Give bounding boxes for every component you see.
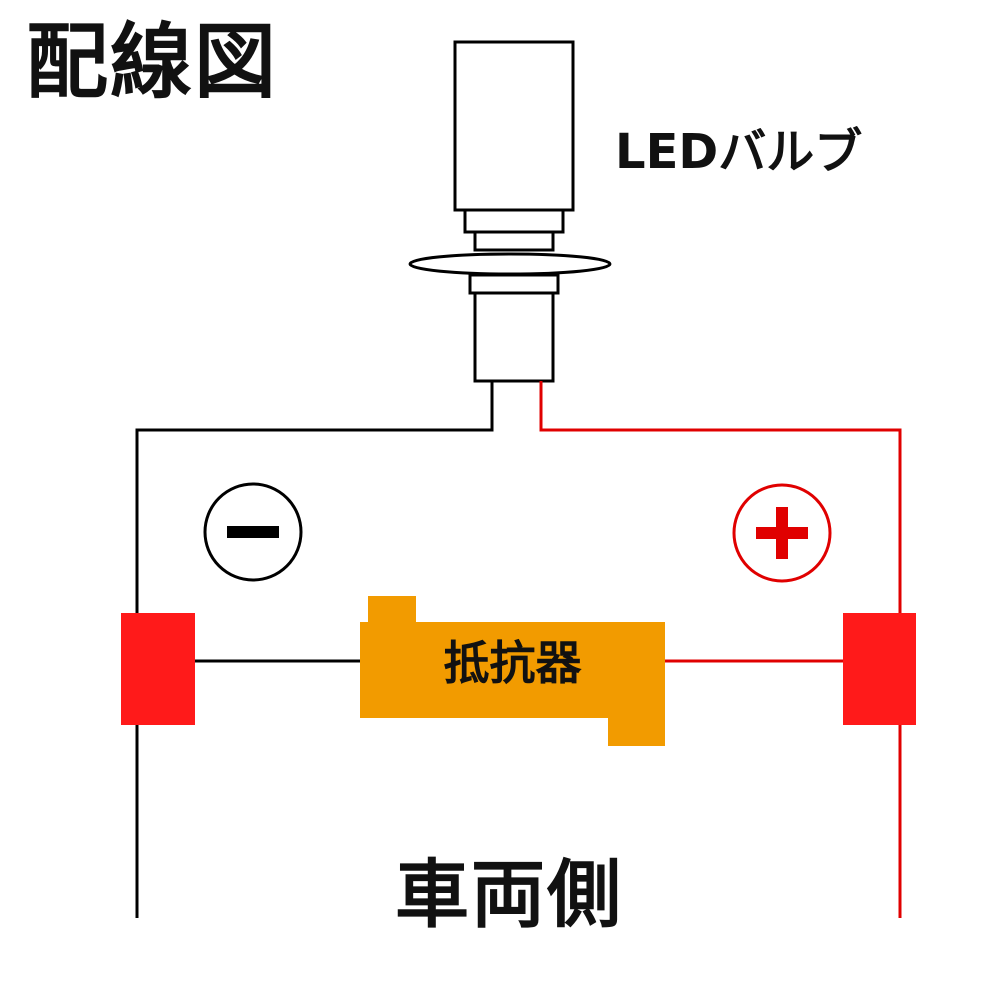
vehicle-side-label: 車両側 (395, 852, 623, 938)
minus-circle-icon (203, 482, 303, 582)
bulb-flange (408, 252, 612, 276)
plus-circle-icon (732, 483, 832, 583)
resistor-tab-top (368, 596, 416, 626)
bulb-neck (463, 208, 565, 234)
led-bulb-label: LEDバルブ (615, 124, 863, 180)
bulb-base (473, 291, 555, 383)
diagram-title: 配線図 (26, 15, 279, 110)
bulb-ring (468, 273, 560, 295)
resistor-label: 抵抗器 (443, 636, 582, 690)
resistor-tab-bottom (608, 712, 665, 746)
led-bulb (408, 40, 612, 383)
bulb-collar (473, 230, 555, 252)
positive-terminal (843, 613, 916, 725)
positive-wire-bulb (539, 381, 902, 615)
negative-terminal (121, 613, 195, 725)
resistor-body (360, 622, 665, 718)
negative-wire-bulb (135, 381, 494, 615)
resistor (360, 596, 665, 746)
bulb-body (453, 40, 575, 212)
